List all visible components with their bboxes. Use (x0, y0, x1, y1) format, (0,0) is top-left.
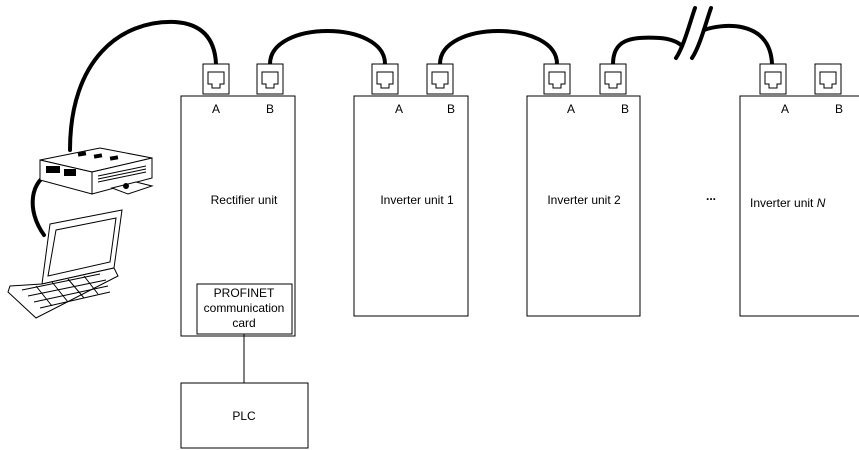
pc-adapter-device (39, 147, 154, 195)
cable-inverter2-b-break-left (611, 35, 684, 66)
invertern-label-var: N (817, 196, 826, 210)
rectifier-port-a-label: A (212, 102, 220, 116)
profinet-card-line3: card (232, 316, 255, 330)
invertern-port-a-label: A (781, 102, 789, 116)
inverter2-unit-label: Inverter unit 2 (547, 193, 621, 207)
inverter1-unit-label: Inverter unit 1 (380, 193, 454, 207)
inverter1-port-b-icon (426, 63, 454, 95)
inverter2-port-a-label: A (567, 102, 575, 116)
inverter1-port-a-label: A (395, 102, 403, 116)
inverter2-port-a-icon (543, 63, 571, 95)
laptop-computer (7, 209, 123, 319)
inverter1-port-b-label: B (447, 102, 455, 116)
cable-rectifier-b-to-inverter1-a (268, 29, 387, 66)
rectifier-unit-label: Rectifier unit (211, 193, 278, 207)
invertern-unit-label: Inverter unit N (750, 196, 826, 210)
inverter2-port-b-label: B (621, 102, 629, 116)
cable-adapter-to-rectifier-a (68, 19, 218, 152)
profinet-card-line1: PROFINET (214, 286, 275, 300)
rectifier-port-b-icon (256, 63, 284, 95)
plc-label: PLC (232, 409, 256, 423)
rectifier-port-b-label: B (266, 102, 274, 116)
invertern-port-b-icon (814, 63, 842, 95)
ellipsis-label: ... (706, 189, 716, 203)
profinet-card-line2: communication (204, 301, 285, 315)
rectifier-port-a-icon (202, 63, 230, 95)
cable-break-mark-left (674, 6, 697, 60)
inverter1-port-a-icon (371, 63, 399, 95)
profinet-card-box (196, 283, 293, 335)
inverter2-unit-box (526, 95, 641, 317)
cable-break-right-to-invertern-a (702, 23, 774, 66)
invertern-port-a-icon (759, 63, 787, 95)
inverter2-port-b-icon (599, 63, 627, 95)
cable-break-mark-right (690, 6, 713, 60)
invertern-label-prefix: Inverter unit (750, 196, 817, 210)
invertern-unit-box (739, 95, 859, 317)
cable-inverter1-b-to-inverter2-a (438, 29, 559, 66)
plc-box (180, 382, 309, 449)
invertern-port-b-label: B (835, 102, 843, 116)
inverter1-unit-box (353, 95, 469, 317)
